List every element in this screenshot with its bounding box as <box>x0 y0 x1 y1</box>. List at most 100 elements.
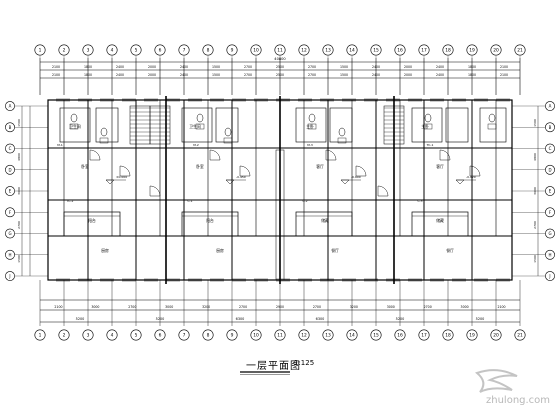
bottom-axis-bubble <box>58 329 70 341</box>
left-dimension-text: 1500 <box>17 119 21 127</box>
right-axis-label: F <box>549 210 552 215</box>
bottom-axis-label: 3 <box>87 333 90 339</box>
sink-fixture <box>69 123 79 130</box>
right-axis-label: G <box>548 231 551 236</box>
room-label: 餐厅 <box>331 248 339 253</box>
left-axis-label: B <box>9 125 12 130</box>
room-label: 餐厅 <box>446 248 454 253</box>
right-dimension-text: 2700 <box>533 221 537 229</box>
top-axis-bubble <box>514 44 526 56</box>
left-dimension-text: 1500 <box>17 255 21 263</box>
level-marker <box>340 179 350 185</box>
left-axis-bubble <box>5 122 15 133</box>
bottom-axis-label: 9 <box>231 333 234 339</box>
door-swing <box>355 165 367 177</box>
top-axis-label: 1 <box>39 48 42 54</box>
door-tag: M-2 <box>193 143 199 147</box>
room-label: 厨房 <box>101 248 109 253</box>
sink-fixture <box>423 123 433 130</box>
bottom-axis-bubble <box>442 329 454 341</box>
room-label: 客厅 <box>436 164 444 169</box>
bottom-axis-label: 1 <box>39 333 42 339</box>
room-box <box>59 107 91 143</box>
bottom-segment-dimension-text: 5200 <box>476 317 485 321</box>
bottom-dimension-text: 3000 <box>387 305 395 309</box>
bottom-axis-bubble <box>250 329 262 341</box>
door-swing <box>377 185 389 197</box>
right-axis-bubble <box>545 186 555 196</box>
room-box <box>181 107 213 143</box>
right-axis-label: E <box>549 189 552 194</box>
bottom-axis-label: 16 <box>397 333 403 339</box>
top-axis-label: 9 <box>231 48 234 54</box>
door-swing <box>209 149 221 161</box>
room-box <box>445 107 469 143</box>
top-axis-bubble <box>202 44 214 56</box>
bottom-dimension-text: 2700 <box>313 305 321 309</box>
door-tag: C-1 <box>187 199 192 203</box>
level-marker <box>105 179 115 185</box>
left-axis-bubble <box>5 101 15 111</box>
top-dimension-text: 2400 <box>116 73 124 77</box>
top-dimension-text: 2400 <box>436 65 444 69</box>
left-axis-label: J <box>8 274 10 279</box>
right-axis-label: D <box>548 167 551 172</box>
top-axis-bubble <box>106 44 118 56</box>
bottom-axis-label: 5 <box>135 333 138 339</box>
top-axis-label: 2 <box>63 48 66 54</box>
top-axis-label: 16 <box>397 48 403 54</box>
left-axis-bubble <box>5 249 15 260</box>
drawing-scale: 1:125 <box>294 359 315 367</box>
sink-fixture <box>487 123 497 130</box>
door-tag: TC-2 <box>66 199 74 203</box>
bottom-axis-bubble <box>82 329 94 341</box>
bottom-axis-label: 7 <box>183 333 186 339</box>
left-axis-label: A <box>9 104 12 109</box>
bottom-axis-label: 12 <box>301 333 307 339</box>
door-swing <box>89 149 101 161</box>
right-axis-label: H <box>548 252 551 257</box>
top-axis-label: 17 <box>421 48 427 54</box>
top-axis-bubble <box>394 44 406 56</box>
room-label: 储藏 <box>321 218 329 223</box>
top-axis-bubble <box>322 44 334 56</box>
left-axis-label: C <box>9 146 12 151</box>
top-dimension-text: 1500 <box>212 73 220 77</box>
bottom-axis-label: 11 <box>277 333 283 339</box>
top-axis-bubble <box>370 44 382 56</box>
top-axis-label: 21 <box>517 48 523 54</box>
top-dimension-text: 2700 <box>308 73 316 77</box>
zhulong-logo-icon <box>474 369 518 393</box>
top-axis-label: 3 <box>87 48 90 54</box>
bottom-dimension-text: 3000 <box>91 305 99 309</box>
left-dimension-text: 4800 <box>17 153 21 161</box>
bottom-axis-bubble <box>178 329 190 341</box>
top-axis-bubble <box>130 44 142 56</box>
room-label: 卫生间 <box>189 124 201 129</box>
room-label: 储藏 <box>436 218 444 223</box>
left-axis-label: D <box>8 167 11 172</box>
top-dimension-text: 2100 <box>52 65 60 69</box>
door-tag: TC-1 <box>426 143 434 147</box>
top-axis-label: 5 <box>135 48 138 54</box>
top-dimension-text: 2400 <box>116 65 124 69</box>
room-label: 卫生间 <box>69 124 81 129</box>
stair-core <box>275 149 285 281</box>
top-axis-bubble <box>154 44 166 56</box>
drawing-title: 一层平面图 <box>246 361 301 372</box>
sink-fixture <box>195 123 205 130</box>
door-tag: M-3 <box>307 143 313 147</box>
bottom-segment-dimension-text: 5200 <box>76 317 85 321</box>
balcony <box>181 211 239 237</box>
top-dimension-text: 2000 <box>404 65 412 69</box>
room-box <box>95 107 119 143</box>
toilet-fixture <box>100 127 108 137</box>
bottom-dimension-text: 3200 <box>202 305 210 309</box>
bottom-axis-bubble <box>514 329 526 341</box>
bottom-dimension-text: 2700 <box>239 305 247 309</box>
bottom-axis-label: 6 <box>159 333 162 339</box>
right-axis-bubble <box>545 271 555 281</box>
stairwell <box>129 105 151 145</box>
bottom-axis-label: 18 <box>445 333 451 339</box>
